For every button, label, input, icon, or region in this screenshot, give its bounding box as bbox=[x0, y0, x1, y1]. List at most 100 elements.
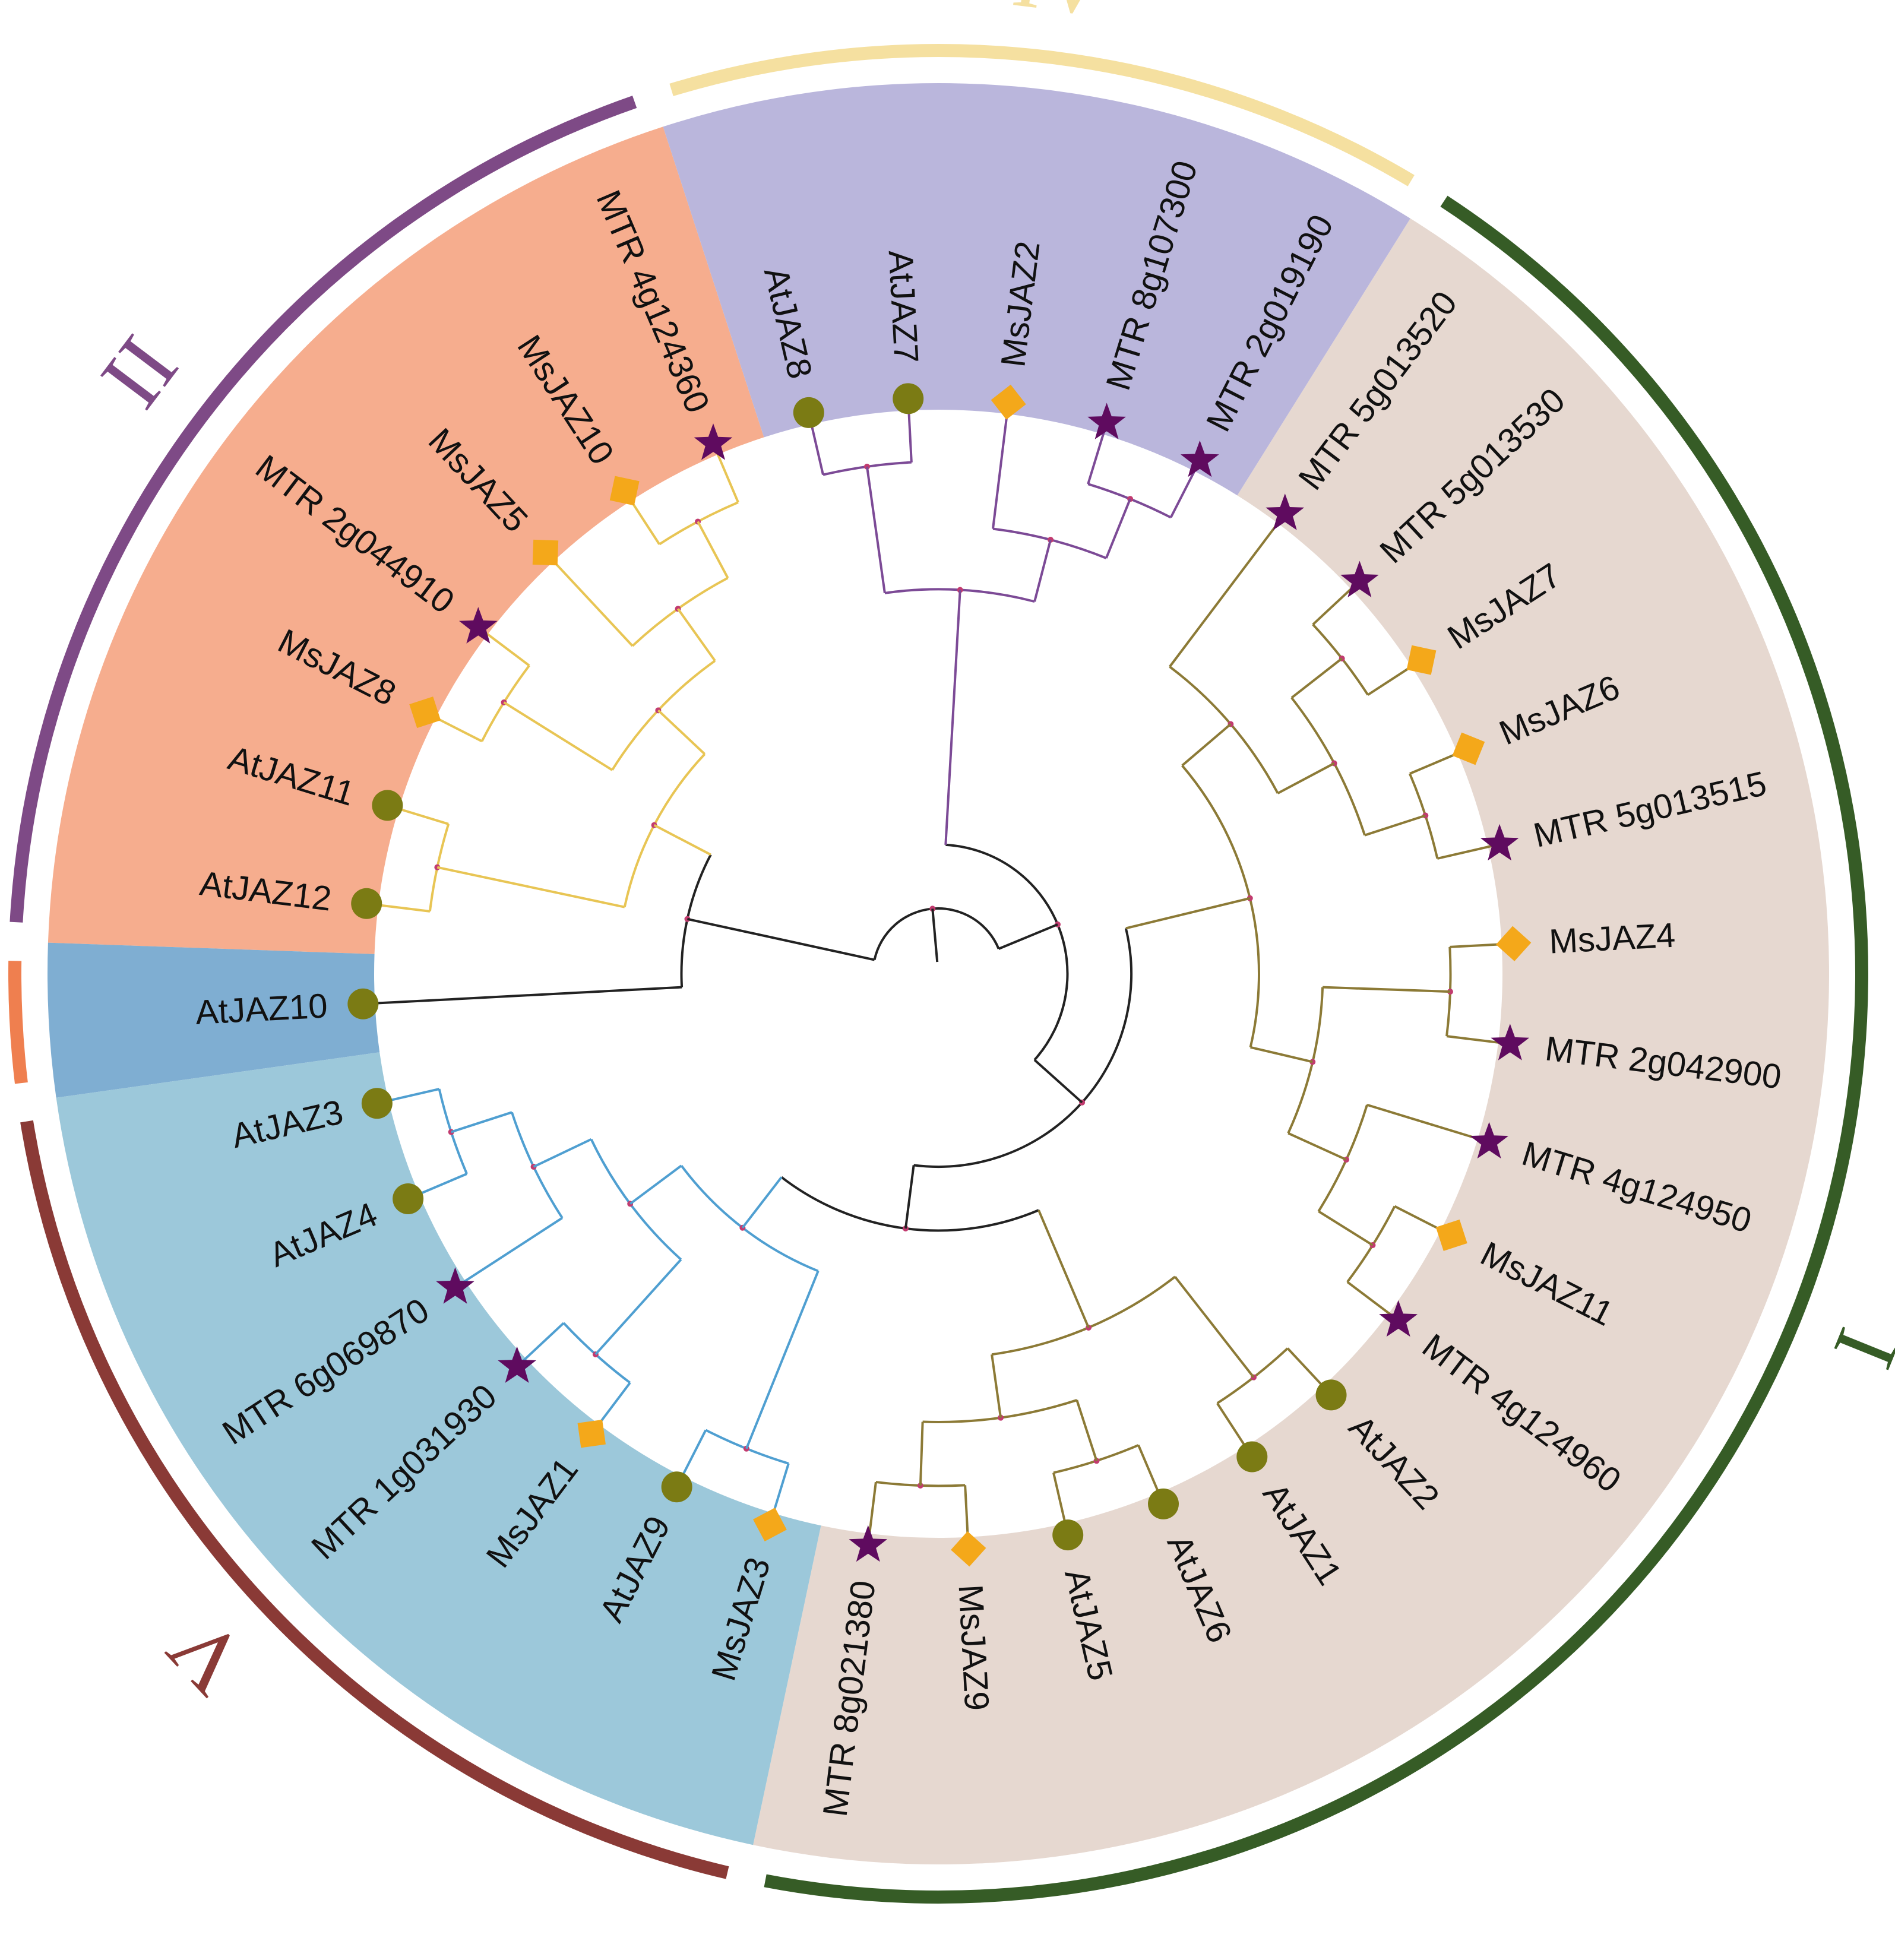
root-stem bbox=[931, 908, 939, 962]
circle-marker bbox=[1315, 1379, 1347, 1411]
branch-line bbox=[998, 923, 1058, 950]
diamond-marker bbox=[752, 1508, 787, 1542]
diamond-marker bbox=[609, 476, 640, 506]
diamond-marker bbox=[1496, 926, 1532, 961]
circle-marker bbox=[1148, 1488, 1179, 1519]
group-arc-I bbox=[764, 195, 1868, 1904]
branch-line bbox=[745, 1270, 820, 1449]
group-arc-V bbox=[20, 1120, 729, 1879]
leaf-label: MsJAZ9 bbox=[951, 1584, 996, 1712]
branch-line bbox=[544, 552, 634, 647]
group-outer-arcs bbox=[8, 44, 1868, 1904]
branch-line bbox=[1174, 1276, 1255, 1378]
branch-line bbox=[436, 866, 625, 908]
branch-line bbox=[1125, 897, 1251, 930]
group-label-V: V bbox=[148, 1599, 264, 1713]
branch-line bbox=[1169, 513, 1286, 668]
branch-line bbox=[676, 608, 716, 662]
branch-line bbox=[992, 401, 1010, 529]
star-marker bbox=[849, 1525, 888, 1562]
diamond-marker bbox=[1452, 732, 1485, 765]
clade-sector-V bbox=[56, 1052, 821, 1845]
branch-line bbox=[1033, 1059, 1083, 1104]
branch-line bbox=[503, 701, 613, 771]
circle-marker bbox=[361, 1088, 393, 1119]
branch-line bbox=[1287, 1132, 1347, 1161]
branch-line bbox=[1037, 1209, 1090, 1328]
branch-line bbox=[697, 521, 729, 579]
circle-marker bbox=[372, 790, 403, 821]
group-label-IV: IV bbox=[1008, 0, 1113, 36]
branch-line bbox=[1290, 657, 1343, 699]
diamond-marker bbox=[1435, 1219, 1467, 1251]
star-marker bbox=[436, 1267, 474, 1304]
branch-line bbox=[1323, 986, 1451, 993]
branch-line bbox=[919, 1421, 924, 1486]
branch-line bbox=[904, 1165, 915, 1229]
circle-marker bbox=[661, 1471, 692, 1503]
clade-sector-IV bbox=[663, 83, 1410, 496]
branch-line bbox=[1437, 843, 1500, 860]
branch-line bbox=[363, 986, 682, 1005]
diamond-marker bbox=[991, 384, 1026, 420]
branch-line bbox=[865, 466, 886, 594]
leaf-label: AtJAZ7 bbox=[881, 249, 926, 364]
star-marker bbox=[498, 1346, 536, 1383]
branch-line bbox=[1075, 1399, 1098, 1461]
star-marker bbox=[1470, 1122, 1508, 1159]
group-label-II: II bbox=[82, 318, 197, 425]
clade-background-sectors bbox=[48, 83, 1830, 1865]
star-marker bbox=[1181, 440, 1219, 477]
branch-line bbox=[687, 917, 875, 961]
branch-line bbox=[533, 1138, 592, 1168]
branch-line bbox=[657, 709, 706, 755]
branch-line bbox=[653, 824, 711, 856]
branch-line bbox=[451, 1111, 512, 1133]
star-marker bbox=[459, 607, 498, 644]
tree-branches bbox=[363, 398, 1514, 1549]
circle-marker bbox=[1236, 1441, 1268, 1473]
diamond-marker bbox=[577, 1419, 606, 1448]
circle-marker bbox=[1052, 1519, 1084, 1551]
clade-sector-II bbox=[48, 126, 764, 954]
circle-marker bbox=[793, 397, 824, 428]
leaf-label: MsJAZ4 bbox=[1548, 916, 1676, 961]
star-marker bbox=[1480, 824, 1519, 861]
group-label-I: I bbox=[1815, 1316, 1895, 1381]
group-arc-IV bbox=[669, 44, 1415, 186]
branch-line bbox=[944, 590, 961, 845]
branch-line bbox=[1181, 723, 1232, 767]
branch-line bbox=[629, 1164, 682, 1205]
clade-sector-I bbox=[753, 218, 1830, 1865]
branch-line bbox=[1033, 539, 1052, 602]
group-arc-II bbox=[10, 96, 637, 923]
circle-marker bbox=[347, 988, 379, 1019]
branch-line bbox=[454, 1217, 563, 1288]
circle-marker bbox=[393, 1183, 424, 1215]
branch-line bbox=[594, 1258, 682, 1356]
diamond-marker bbox=[1406, 645, 1437, 675]
star-marker bbox=[1340, 561, 1379, 597]
branch-line bbox=[991, 1354, 1002, 1418]
star-marker bbox=[1266, 493, 1305, 530]
branch-line bbox=[741, 1176, 783, 1228]
branch-line bbox=[1250, 1046, 1313, 1063]
star-marker bbox=[1491, 1024, 1530, 1060]
clade-sector-III bbox=[48, 942, 380, 1098]
circle-marker bbox=[893, 383, 924, 414]
branch-line bbox=[1105, 498, 1131, 559]
branch-line bbox=[1364, 814, 1426, 837]
leaf-label: AtJAZ10 bbox=[195, 986, 329, 1032]
branch-line bbox=[516, 1322, 565, 1368]
star-marker bbox=[694, 423, 733, 460]
branch-line bbox=[1366, 1103, 1490, 1144]
branch-arc bbox=[945, 843, 1069, 1061]
internal-node bbox=[998, 1414, 1004, 1421]
star-marker bbox=[1379, 1300, 1418, 1337]
internal-node bbox=[957, 587, 963, 593]
circle-marker bbox=[351, 888, 382, 919]
branch-line bbox=[1277, 762, 1335, 794]
diamond-marker bbox=[409, 696, 441, 729]
